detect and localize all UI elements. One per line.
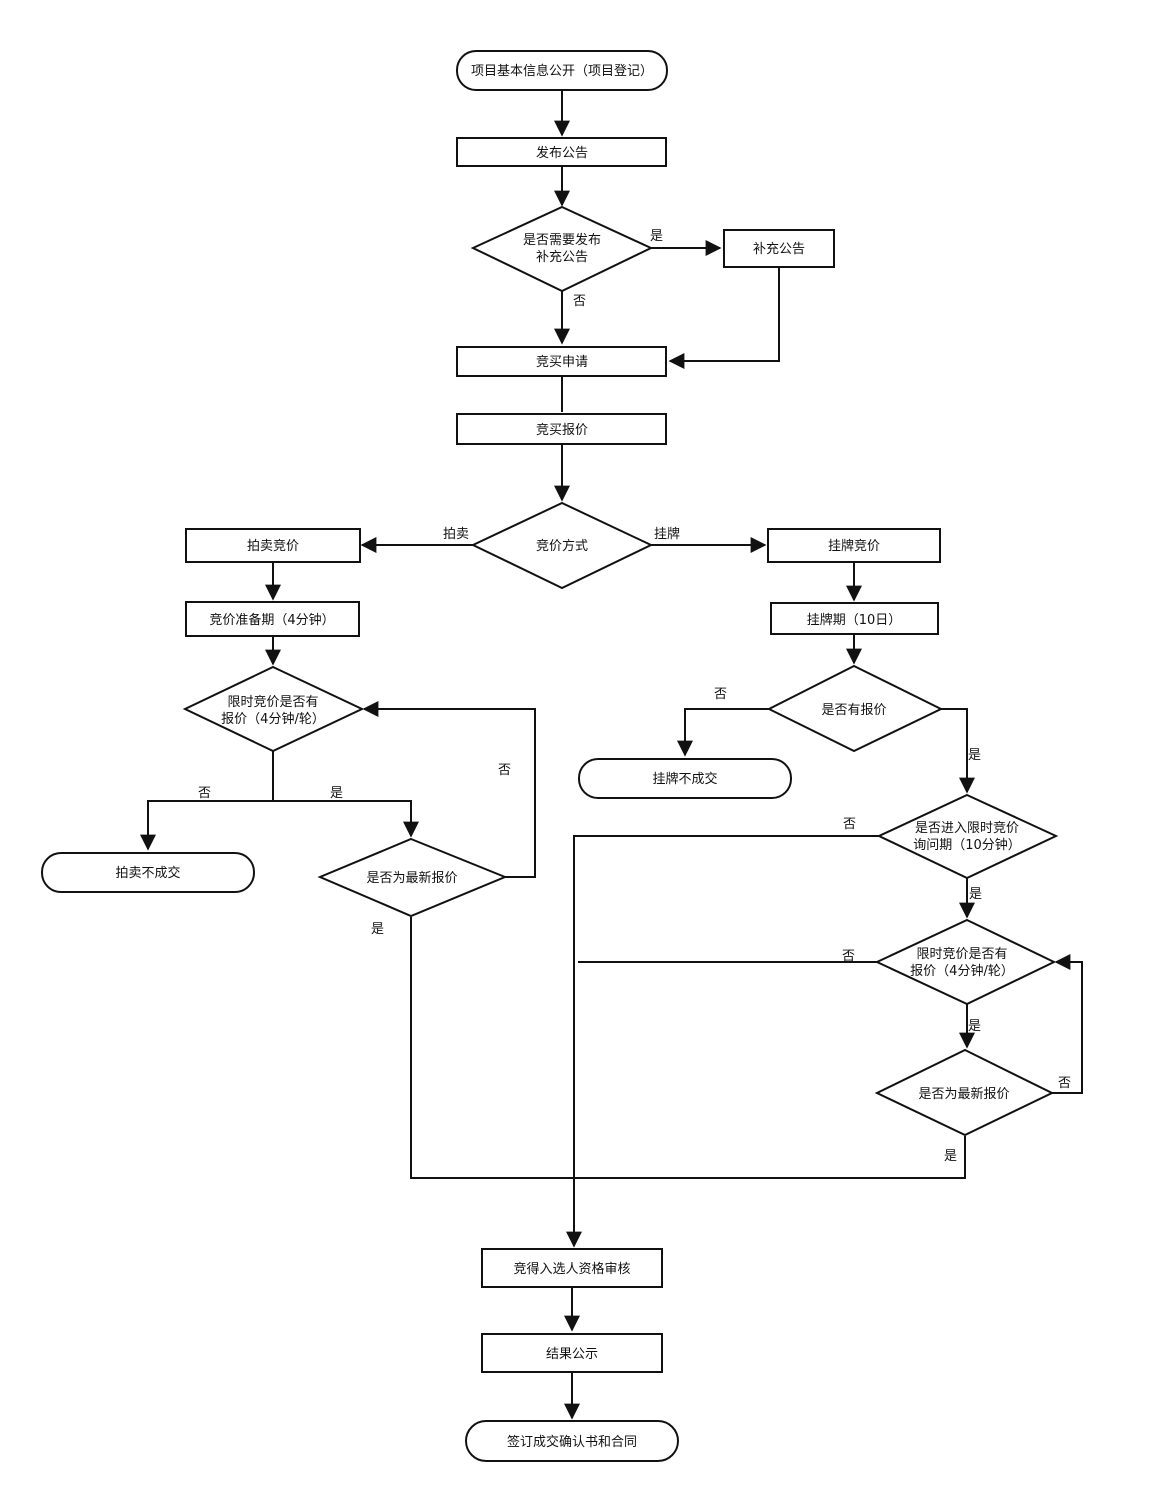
sign-node-label: 签订成交确认书和合同 <box>507 1434 637 1450</box>
apply-node-label: 竞买申请 <box>536 354 588 370</box>
supplement-node-label: 补充公告 <box>753 241 805 257</box>
edge-limited-latest <box>273 800 419 838</box>
edge-label-yes-right-limited: 是 <box>969 887 982 902</box>
left-limited-label-2: 报价（4分钟/轮） <box>221 711 325 727</box>
publish-node: 发布公告 <box>456 137 667 167</box>
edge-label-no-apply: 否 <box>573 294 586 309</box>
edge-label-no-listing-fail: 否 <box>714 687 727 702</box>
edge-enter-no <box>566 835 879 1248</box>
prep-node: 竞价准备期（4分钟） <box>185 601 360 637</box>
quote-node-label: 竞买报价 <box>536 422 588 438</box>
edge-supplement-apply <box>668 267 780 369</box>
edge-label-yes-right-latest: 是 <box>968 1019 981 1034</box>
listing-period-node: 挂牌期（10日） <box>770 602 939 635</box>
enter-limited-label-1: 是否进入限时竞价 <box>915 820 1019 836</box>
left-limited-decision: 限时竞价是否有 报价（4分钟/轮） <box>182 665 365 753</box>
edge-label-no-left-loop: 否 <box>498 763 511 778</box>
left-latest-decision: 是否为最新报价 <box>317 837 508 918</box>
listing-node-label: 挂牌竞价 <box>828 538 880 554</box>
edge-label-no-auction-fail: 否 <box>198 786 211 801</box>
listing-node: 挂牌竞价 <box>767 528 941 563</box>
publish-node-label: 发布公告 <box>536 145 588 161</box>
enter-limited-label-2: 询问期（10分钟） <box>913 837 1021 853</box>
edge-right-loop <box>1052 954 1083 1094</box>
edge-label-yes-left-merge: 是 <box>371 922 384 937</box>
edge-label-no-right-loop: 否 <box>1058 1076 1071 1091</box>
edge-labels: 是 否 拍卖 挂牌 否 是 否 是 否 是 否 是 否 是 否 是 <box>198 229 1071 1164</box>
right-latest-decision: 是否为最新报价 <box>874 1048 1055 1137</box>
edge-limited-fail <box>140 800 273 851</box>
enter-limited-decision: 是否进入限时竞价 询问期（10分钟） <box>876 793 1059 880</box>
edge-label-yes-right-merge: 是 <box>944 1149 957 1164</box>
edge-label-yes-supplement: 是 <box>650 229 663 244</box>
apply-node: 竞买申请 <box>456 346 667 377</box>
need-supplement-label-1: 是否需要发布 <box>523 232 601 248</box>
supplement-node: 补充公告 <box>723 229 835 268</box>
right-limited-label-1: 限时竞价是否有 <box>916 946 1007 962</box>
edge-label-auction: 拍卖 <box>443 527 469 542</box>
auction-fail-label: 拍卖不成交 <box>115 865 180 881</box>
edge-label-listing: 挂牌 <box>654 526 680 542</box>
auction-node-label: 拍卖竞价 <box>247 538 299 554</box>
auction-node: 拍卖竞价 <box>185 528 361 563</box>
edge-latest-loop <box>362 701 536 878</box>
method-decision-label: 竞价方式 <box>536 538 588 554</box>
has-quote-decision: 是否有报价 <box>766 664 944 753</box>
start-node-label: 项目基本信息公开（项目登记） <box>471 63 653 79</box>
prep-node-label: 竞价准备期（4分钟） <box>209 612 334 628</box>
left-latest-label: 是否为最新报价 <box>366 870 457 886</box>
need-supplement-label-2: 补充公告 <box>536 249 588 265</box>
auction-fail-node: 拍卖不成交 <box>41 852 255 893</box>
start-node: 项目基本信息公开（项目登记） <box>456 50 668 91</box>
quote-node: 竞买报价 <box>456 413 667 445</box>
right-limited-label-2: 报价（4分钟/轮） <box>910 963 1014 979</box>
edge-label-yes-enter: 是 <box>968 748 981 763</box>
listing-period-node-label: 挂牌期（10日） <box>807 612 902 628</box>
listing-fail-label: 挂牌不成交 <box>652 771 717 787</box>
edge-left-yes-merge <box>410 917 966 1179</box>
edge-hasquote-enter <box>941 708 975 794</box>
need-supplement-decision: 是否需要发布 补充公告 <box>470 205 654 293</box>
method-decision: 竞价方式 <box>470 501 654 590</box>
review-node: 竞得入选人资格审核 <box>481 1248 663 1288</box>
announce-node: 结果公示 <box>481 1333 663 1373</box>
edge-label-no-right-limited: 否 <box>842 949 855 964</box>
edge-label-yes-left-latest: 是 <box>330 786 343 801</box>
connectors <box>140 90 1083 1420</box>
announce-node-label: 结果公示 <box>546 1347 598 1362</box>
listing-fail-node: 挂牌不成交 <box>578 758 792 799</box>
has-quote-label: 是否有报价 <box>821 703 886 718</box>
sign-node: 签订成交确认书和合同 <box>465 1420 679 1462</box>
right-limited-decision: 限时竞价是否有 报价（4分钟/轮） <box>874 918 1057 1006</box>
review-node-label: 竞得入选人资格审核 <box>513 1261 630 1277</box>
edge-label-no-enter: 否 <box>843 817 856 832</box>
right-latest-label: 是否为最新报价 <box>918 1086 1009 1102</box>
left-limited-label-1: 限时竞价是否有 <box>227 694 318 710</box>
edge-hasquote-fail <box>677 708 769 757</box>
